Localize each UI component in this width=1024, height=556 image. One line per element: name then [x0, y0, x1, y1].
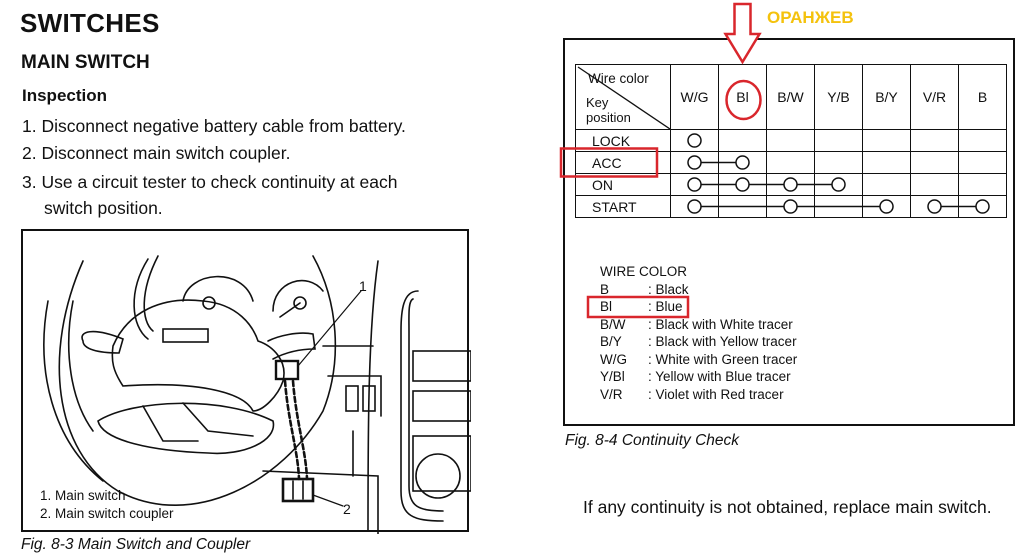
legend-row: Y/Bl: Yellow with Blue tracer: [600, 369, 791, 384]
column-header-yb: Y/B: [814, 64, 863, 130]
table-row-lock: LOCK: [575, 129, 1007, 152]
wire-color-header: Wire color: [588, 71, 649, 86]
row-label-start: START: [575, 195, 671, 218]
legend-row: B: Black: [600, 282, 689, 297]
table-row-on: ON: [575, 173, 1007, 196]
figure-8-3-caption: Fig. 8-3 Main Switch and Coupler: [21, 536, 251, 553]
main-switch-part: [274, 359, 300, 381]
step-3-continued: switch position.: [44, 198, 163, 218]
subsection-title: MAIN SWITCH: [21, 52, 150, 73]
legend-item-coupler: 2. Main switch coupler: [40, 506, 174, 521]
column-header-b: B: [958, 64, 1007, 130]
gauge-right: [272, 279, 324, 312]
legend-row: B/Y: Black with Yellow tracer: [600, 334, 797, 349]
section-title: SWITCHES: [20, 8, 160, 38]
step-2: 2. Disconnect main switch coupler.: [22, 143, 291, 163]
column-header-wg: W/G: [670, 64, 719, 130]
steering-wheel-rim: [58, 255, 337, 506]
callout-2: 2: [343, 501, 351, 517]
step-3: 3. Use a circuit tester to check continu…: [22, 172, 398, 192]
row-label-lock: LOCK: [575, 129, 671, 152]
replacement-note: If any continuity is not obtained, repla…: [583, 497, 992, 517]
figure-continuity-check-frame: [563, 38, 1015, 426]
column-header-vr: V/R: [910, 64, 959, 130]
row-label-on: ON: [575, 173, 671, 196]
gauge-left: [182, 275, 254, 302]
legend-row-highlighted: Bl: Blue: [600, 299, 683, 314]
corner-diagonal: [577, 66, 670, 129]
figure-8-4-caption: Fig. 8-4 Continuity Check: [565, 432, 740, 449]
column-header-bw: B/W: [766, 64, 815, 130]
table-row-acc: ACC: [575, 151, 1007, 174]
dashboard-drawing: 1 2: [43, 255, 471, 534]
legend-row: B/W: Black with White tracer: [600, 317, 793, 332]
step-1: 1. Disconnect negative battery cable fro…: [22, 116, 406, 136]
row-label-acc: ACC: [575, 151, 671, 174]
procedure-title: Inspection: [22, 86, 108, 105]
legend-item-main-switch: 1. Main switch: [40, 488, 126, 503]
callout-1: 1: [359, 278, 367, 294]
steering-wheel-hub: [111, 299, 285, 412]
table-row-start: START: [575, 195, 1007, 218]
orange-annotation-label: ОРАНЖЕВ: [767, 8, 854, 27]
legend-row: W/G: White with Green tracer: [600, 352, 798, 367]
coupler-part: [281, 477, 315, 503]
wire-color-legend-title: WIRE COLOR: [600, 264, 688, 279]
column-header-bl: Bl: [718, 64, 767, 130]
column-header-by: B/Y: [862, 64, 911, 130]
legend-row: V/R: Violet with Red tracer: [600, 387, 784, 402]
figure-main-switch-illustration: 1 2: [21, 229, 471, 534]
